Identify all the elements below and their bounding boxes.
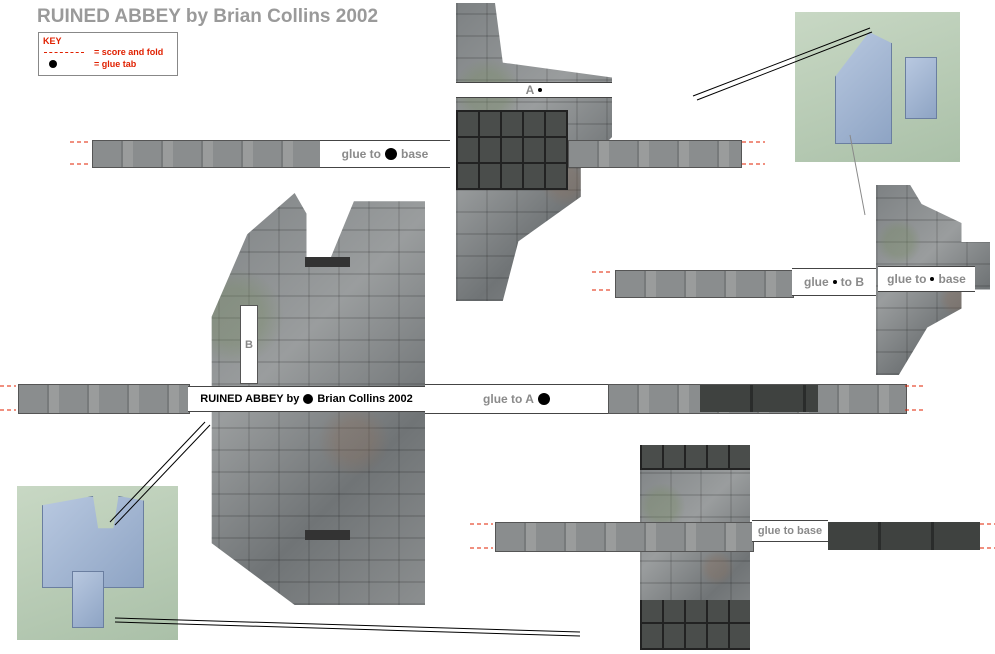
middle-strip-left (18, 384, 190, 414)
glue-label: glue to (341, 147, 381, 161)
window-bar-bottom (305, 530, 350, 540)
model-photo-bottom (17, 486, 178, 640)
glue-label: glue (804, 275, 829, 289)
window-grid (456, 110, 568, 190)
model-arch (72, 571, 104, 628)
dashed-line-icon (44, 52, 84, 53)
glue-dot-icon (832, 280, 837, 284)
mid-right-strip (615, 270, 794, 298)
middle-strip-dark-section (700, 385, 818, 412)
glue-dot-icon (384, 148, 397, 160)
glue-to-a-section: glue to A (425, 384, 608, 414)
banner-text-right: Brian Collins 2002 (317, 393, 413, 405)
glue-label: glue to (887, 272, 927, 286)
glue-dot-icon (930, 277, 935, 281)
glue-to-a-label: glue to A (483, 392, 534, 406)
top-strip-left (92, 140, 322, 168)
banner-text-left: RUINED ABBEY by (200, 393, 300, 405)
key-box: KEY = score and fold = glue tab (38, 32, 178, 76)
top-strip-right (568, 140, 742, 168)
model-photo-top (795, 12, 960, 162)
key-score-label: = score and fold (94, 47, 164, 57)
marker-a-label: A (525, 83, 535, 97)
glue-dot-icon (303, 394, 314, 404)
key-glue-label: = glue tab (94, 59, 137, 69)
base-label: base (400, 147, 429, 161)
top-strip-glue-section: glue to base (320, 140, 450, 168)
to-b-label: to B (840, 275, 864, 289)
marker-a-band: A (456, 82, 612, 98)
window-bar-top (305, 257, 350, 267)
marker-b-slot: B (240, 305, 258, 384)
credit-banner: RUINED ABBEY by Brian Collins 2002 (188, 386, 425, 412)
bottom-top-blocks (640, 445, 750, 470)
bottom-glue-section: glue to base (752, 520, 828, 542)
sheet-title: RUINED ABBEY by Brian Collins 2002 (37, 6, 379, 27)
glue-dot-icon (537, 393, 550, 405)
glue-dot-icon (49, 60, 57, 68)
right-piece-glue-band: glue to base (878, 266, 975, 292)
bottom-strip-dark (828, 522, 980, 550)
base-label: base (938, 272, 966, 286)
bottom-bottom-blocks (640, 600, 750, 650)
key-heading: KEY (43, 36, 62, 46)
glue-dot-icon (538, 88, 543, 92)
glue-to-b-section: glue to B (792, 268, 876, 296)
glue-to-base-label: glue to base (757, 525, 823, 537)
marker-b-label: B (245, 338, 253, 351)
model-arch (905, 57, 937, 119)
